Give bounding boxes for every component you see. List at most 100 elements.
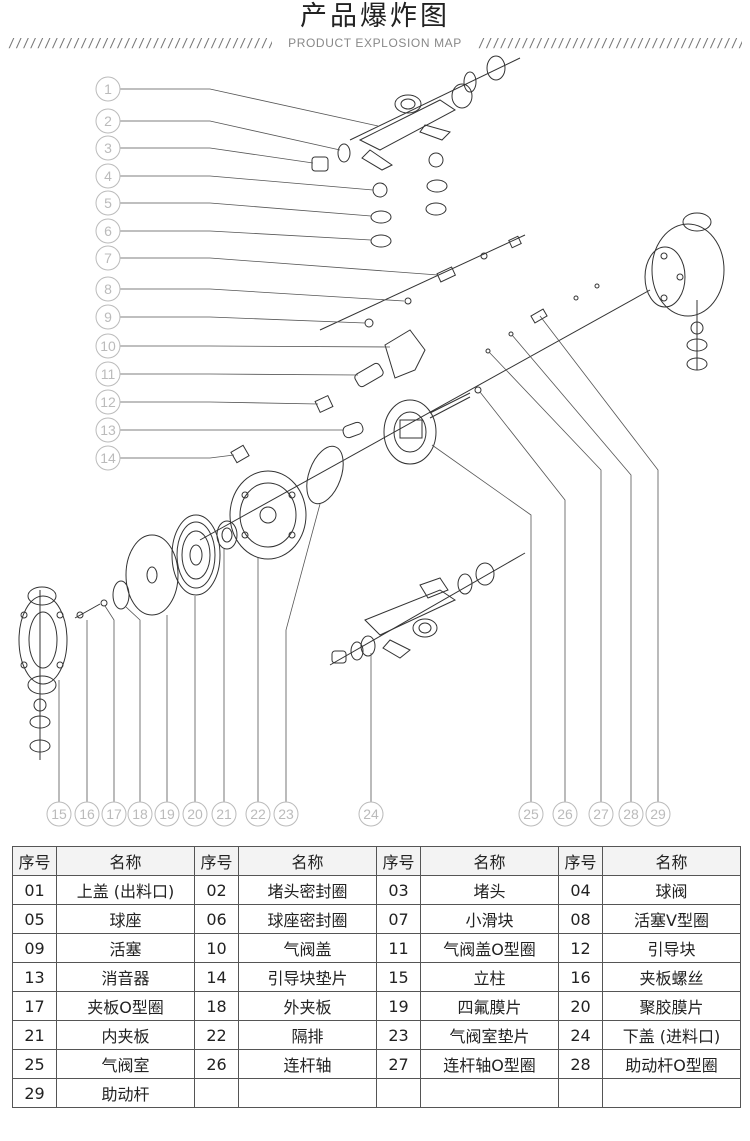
svg-text:1: 1: [104, 81, 112, 97]
table-cell: 外夹板: [238, 991, 377, 1021]
table-cell: 气阀室: [56, 1049, 195, 1079]
svg-text:19: 19: [159, 806, 175, 822]
column-header: 名称: [420, 846, 559, 876]
decor-slashes-left: ////////////////////////////////////////: [8, 36, 272, 50]
svg-text:8: 8: [104, 281, 112, 297]
assist-rod-oring: [508, 331, 514, 337]
subtitle-row: ////////////////////////////////////////…: [0, 34, 750, 52]
svg-text:6: 6: [104, 223, 112, 239]
table-header-row: 序号 名称 序号 名称 序号 名称 序号 名称: [12, 846, 741, 876]
table-cell: 20: [558, 991, 603, 1021]
callout-21: 21: [211, 801, 237, 827]
table-cell: 消音器: [56, 962, 195, 992]
svg-text:26: 26: [557, 806, 573, 822]
callout-9: 9: [95, 304, 121, 330]
table-row: 01 上盖 (出料口) 02 堵头密封圈 03 堵头 04 球阀: [12, 875, 741, 905]
outer-plate: [112, 580, 130, 610]
table-cell: 11: [376, 933, 421, 963]
svg-text:16: 16: [79, 806, 95, 822]
svg-text:13: 13: [100, 422, 116, 438]
leader-line: [120, 147, 314, 164]
callout-11: 11: [95, 361, 121, 387]
left-housing: [18, 586, 68, 695]
callout-16: 16: [74, 801, 100, 827]
connecting-rod: [429, 396, 471, 419]
callout-29: 29: [645, 801, 671, 827]
inner-plate: [221, 527, 233, 543]
plug: [311, 156, 329, 172]
upper-cover-part: [358, 83, 473, 171]
table-cell: 18: [194, 991, 239, 1021]
table-cell: 27: [376, 1049, 421, 1079]
column-header: 名称: [602, 846, 741, 876]
muffler: [342, 421, 364, 439]
callout-13: 13: [95, 417, 121, 443]
table-cell: 02: [194, 875, 239, 905]
callout-19: 19: [154, 801, 180, 827]
table-cell: 13: [12, 962, 57, 992]
svg-text:27: 27: [593, 806, 609, 822]
callout-10: 10: [95, 333, 121, 359]
table-row: 25 气阀室 26 连杆轴 27 连杆轴O型圈 28 助动杆O型圈: [12, 1049, 741, 1079]
svg-text:14: 14: [100, 450, 116, 466]
table-row: 21 内夹板 22 隔排 23 气阀室垫片 24 下盖 (进料口): [12, 1020, 741, 1050]
svg-text:20: 20: [187, 806, 203, 822]
table-cell: 堵头: [420, 875, 559, 905]
svg-text:25: 25: [523, 806, 539, 822]
table-cell: 26: [194, 1049, 239, 1079]
table-cell: 09: [12, 933, 57, 963]
page-subtitle: PRODUCT EXPLOSION MAP: [288, 36, 462, 50]
leader-line: [285, 503, 321, 802]
svg-text:23: 23: [278, 806, 294, 822]
table-row: 17 夹板O型圈 18 外夹板 19 四氟膜片 20 聚胶膜片: [12, 991, 741, 1021]
leader-line: [120, 316, 366, 324]
svg-text:22: 22: [250, 806, 266, 822]
table-cell: 夹板O型圈: [56, 991, 195, 1021]
table-cell: 06: [194, 904, 239, 934]
piston-end: [480, 252, 488, 260]
leader-line: [120, 373, 359, 376]
column-header: 名称: [56, 846, 195, 876]
table-cell: 19: [376, 991, 421, 1021]
plug-cap: [486, 55, 506, 81]
leader-line: [488, 351, 602, 802]
assist-rod-oring: [485, 348, 491, 354]
table-cell: 四氟膜片: [420, 991, 559, 1021]
leader-line: [479, 391, 566, 802]
table-cell: 28: [558, 1049, 603, 1079]
ball-valve: [372, 182, 388, 198]
callout-17: 17: [101, 801, 127, 827]
table-cell: 05: [12, 904, 57, 934]
leader-line: [120, 401, 319, 405]
assist-rod-part: [530, 308, 548, 324]
column-header: 序号: [12, 846, 57, 876]
svg-text:5: 5: [104, 195, 112, 211]
table-cell: 活塞: [56, 933, 195, 963]
svg-text:2: 2: [104, 113, 112, 129]
connecting-rod: [429, 392, 471, 414]
axis-line: [319, 234, 526, 331]
table-row: 05 球座 06 球座密封圈 07 小滑块 08 活塞V型圈: [12, 904, 741, 934]
table-cell: 21: [12, 1020, 57, 1050]
table-cell: 24: [558, 1020, 603, 1050]
decor-slashes-right: ////////////////////////////////////////: [478, 36, 742, 50]
piston-v-ring: [404, 297, 412, 305]
guide-block-shim: [230, 444, 250, 464]
table-cell: [194, 1078, 239, 1108]
ball-valve: [690, 321, 704, 335]
svg-text:17: 17: [106, 806, 122, 822]
svg-text:21: 21: [216, 806, 232, 822]
table-cell: 23: [376, 1020, 421, 1050]
lower-cover-part: [364, 577, 457, 659]
ptfe-diaphragm: [146, 566, 158, 584]
table-cell: 夹板螺丝: [602, 962, 741, 992]
table-cell: 堵头密封圈: [238, 875, 377, 905]
table-cell: 气阀盖O型圈: [420, 933, 559, 963]
table-cell: 球阀: [602, 875, 741, 905]
column-header: 序号: [376, 846, 421, 876]
callout-28: 28: [618, 801, 644, 827]
table-cell: 上盖 (出料口): [56, 875, 195, 905]
leader-line: [511, 334, 632, 802]
svg-text:24: 24: [363, 806, 379, 822]
svg-text:10: 10: [100, 338, 116, 354]
